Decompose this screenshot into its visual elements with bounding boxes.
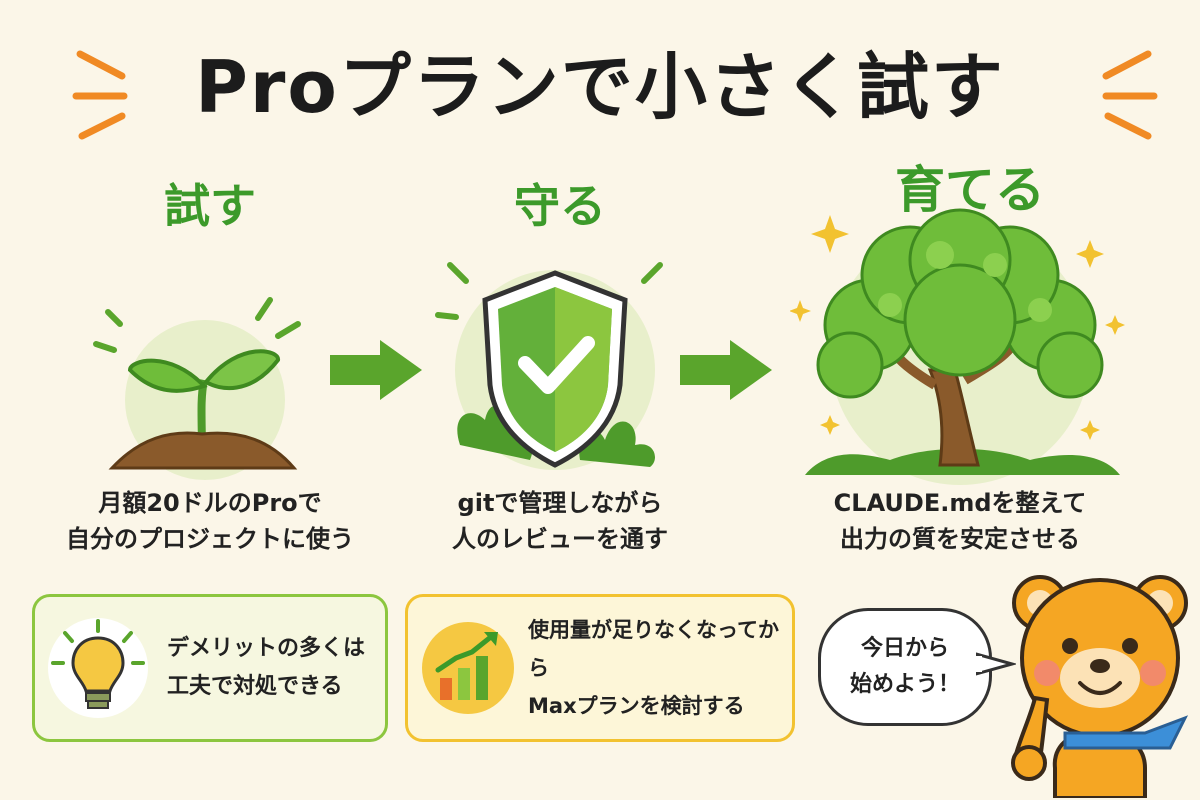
- step-label-protect: 守る: [514, 179, 606, 233]
- step-label-grow: 育てる: [895, 161, 1045, 219]
- step-caption-try: 月額20ドルのProで 自分のプロジェクトに使う: [40, 485, 380, 557]
- card-line: 工夫で対処できる: [167, 674, 343, 699]
- step-caption-grow: CLAUDE.mdを整えて 出力の質を安定させる: [770, 485, 1150, 557]
- speech-bubble: 今日から 始めよう！: [818, 608, 992, 726]
- caption-line: 自分のプロジェクトに使う: [66, 525, 354, 553]
- speech-line: 始めよう！: [849, 672, 960, 697]
- tip-card-max-plan: 使用量が足りなくなってから Maxプランを検討する: [405, 594, 795, 742]
- card-line: デメリットの多くは: [167, 636, 366, 661]
- card-line: Maxプランを検討する: [528, 694, 745, 718]
- arrow-right-icon: [680, 340, 772, 400]
- speech-line: 今日から: [860, 636, 949, 661]
- tip-card-drawbacks: デメリットの多くは 工夫で対処できる: [32, 594, 388, 742]
- caption-line: 人のレビューを通す: [452, 525, 668, 553]
- step-caption-protect: gitで管理しながら 人のレビューを通す: [390, 485, 730, 557]
- card-line: 使用量が足りなくなってから: [528, 618, 779, 680]
- right-burst-icon: [1102, 50, 1158, 140]
- arrow-right-icon: [330, 340, 422, 400]
- page-title: Proプランで小さく試す: [195, 45, 1005, 129]
- growth-chart-icon: [422, 622, 514, 714]
- seedling-icon: [93, 297, 301, 480]
- left-burst-icon: [72, 50, 128, 140]
- speech-bubble-tail-icon: [976, 652, 1016, 676]
- bear-mascot-icon: [1011, 575, 1189, 798]
- caption-line: gitで管理しながら: [457, 489, 663, 517]
- caption-line: 月額20ドルのProで: [98, 489, 322, 517]
- tree-icon: [790, 208, 1125, 485]
- step-label-try: 試す: [164, 179, 256, 233]
- shield-check-icon: [435, 262, 663, 470]
- caption-line: 出力の質を安定させる: [840, 525, 1080, 553]
- lightbulb-icon: [48, 618, 148, 718]
- caption-line: CLAUDE.mdを整えて: [833, 489, 1087, 517]
